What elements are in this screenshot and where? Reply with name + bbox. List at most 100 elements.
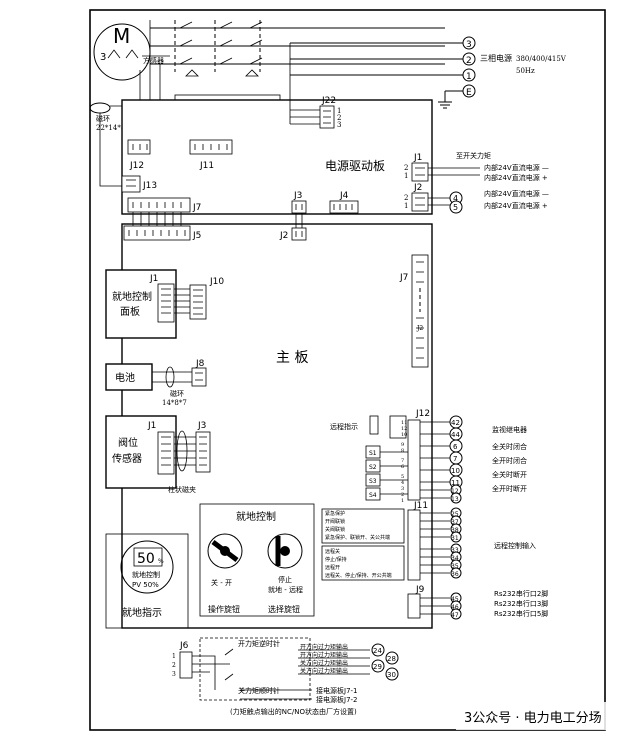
svg-text:3: 3 bbox=[172, 671, 176, 678]
svg-text:远程关、停止/保持、开公共端: 远程关、停止/保持、开公共端 bbox=[325, 572, 392, 579]
svg-text:8: 8 bbox=[401, 448, 404, 454]
svg-text:35: 35 bbox=[451, 563, 459, 570]
knob1-label: 关 - 开 bbox=[211, 578, 232, 587]
svg-text:2: 2 bbox=[337, 114, 341, 122]
sel-knob-label: 选择旋钮 bbox=[268, 604, 300, 614]
svg-text:开方向过力矩输出: 开方向过力矩输出 bbox=[300, 643, 348, 651]
svg-text:36: 36 bbox=[451, 571, 459, 578]
local-control-panel: 就地控制 面板 J1 bbox=[105, 269, 190, 339]
svg-text:31: 31 bbox=[451, 535, 459, 542]
three-phase-label: 三相电源 bbox=[480, 53, 512, 63]
indicator-unit: % bbox=[158, 558, 164, 565]
torque-note: 至开关力矩 bbox=[456, 151, 491, 160]
motor-label: M bbox=[113, 24, 130, 48]
svg-text:6: 6 bbox=[453, 443, 458, 451]
svg-text:29: 29 bbox=[373, 663, 382, 671]
local-indicator: 50 % 就地控制 PV 50% 就地指示 bbox=[105, 533, 189, 629]
svg-text:停止/保持: 停止/保持 bbox=[325, 556, 347, 563]
connector-j8: J8 bbox=[191, 359, 207, 387]
connector-j7-main: J7 J2 bbox=[399, 254, 429, 368]
valve-sensor-line1: 阀位 bbox=[118, 436, 138, 449]
connector-j1-power: J1 2 1 至开关力矩 内部24V直流电源 — 内部24V直流电源 + bbox=[404, 151, 549, 182]
motor-phase: 3 bbox=[100, 52, 106, 63]
relay-label-open-on: 全开时闭合 bbox=[492, 456, 527, 465]
svg-text:J3: J3 bbox=[293, 191, 302, 201]
selector-knob bbox=[267, 533, 303, 569]
connector-j11-remote: J11 紧急保护 开阀联锁 关阀联锁 紧急保护、联锁开、关公共端 远程关 停止/… bbox=[321, 501, 536, 581]
svg-text:关方向过力矩输出: 关方向过力矩输出 bbox=[300, 667, 348, 675]
svg-text:远程关: 远程关 bbox=[325, 548, 340, 555]
operation-knob bbox=[207, 533, 243, 569]
connector-j9: J9 45 46 47 Rs232串行口2脚 Rs232串行口3脚 Rs232串… bbox=[407, 585, 548, 620]
voltage-label: 380/400/415V bbox=[516, 55, 567, 63]
svg-text:J22: J22 bbox=[321, 96, 336, 106]
relay-terminals: 42 44 6 7 10 11 12 13 监视继电器 全关时闭合 全开时闭合 … bbox=[420, 415, 527, 504]
svg-text:S1: S1 bbox=[369, 450, 377, 457]
indicator-pv: PV 50% bbox=[132, 581, 159, 589]
power-driver-board bbox=[121, 99, 433, 215]
motor: M 3 bbox=[93, 23, 151, 81]
connector-j7-power: J7 bbox=[127, 197, 201, 213]
svg-text:J3: J3 bbox=[197, 421, 206, 431]
svg-text:1: 1 bbox=[404, 202, 408, 210]
magnet-ring-2-label: 磁环 bbox=[170, 389, 184, 398]
svg-text:6: 6 bbox=[401, 464, 404, 470]
svg-text:44: 44 bbox=[451, 431, 460, 439]
power-terminals: 3 2 1 E 三相电源 380/400/415V 50Hz bbox=[290, 36, 567, 109]
svg-text:1: 1 bbox=[401, 498, 404, 504]
svg-text:9: 9 bbox=[401, 442, 404, 448]
svg-text:42: 42 bbox=[451, 419, 460, 427]
svg-text:12: 12 bbox=[401, 426, 407, 432]
connector-j4-power: J4 bbox=[329, 191, 359, 214]
svg-text:J1: J1 bbox=[413, 153, 422, 163]
local-panel-line2: 面板 bbox=[120, 305, 140, 318]
svg-text:46: 46 bbox=[451, 604, 459, 611]
watermark: 3公众号 · 电力电工分场 bbox=[456, 702, 636, 730]
svg-text:28: 28 bbox=[387, 655, 396, 663]
svg-text:紧急保护: 紧急保护 bbox=[325, 510, 345, 517]
indicator-display: 50 bbox=[137, 551, 155, 567]
connector-j12-relay: J12 远程指示 11 12 10 9 8 7 6 5 4 3 2 1 S1 S… bbox=[330, 409, 430, 504]
connector-j3-power: J3 bbox=[291, 191, 307, 214]
svg-text:37: 37 bbox=[451, 519, 459, 526]
relay-label-close-on: 全关时闭合 bbox=[492, 442, 527, 451]
magnet-ring-2-size: 14*8*7 bbox=[162, 399, 187, 407]
svg-text:2: 2 bbox=[404, 194, 408, 202]
local-control-knobs: 就地控制 关 - 开 停止 就地 - 远程 操作旋钮 选择旋钮 bbox=[199, 503, 315, 617]
connector-j2-power: J2 2 1 4 5 内部24V直流电源 — 内部24V直流电源 + bbox=[404, 183, 549, 214]
svg-text:J12: J12 bbox=[415, 409, 430, 419]
svg-text:11: 11 bbox=[401, 420, 407, 426]
svg-text:关阀联锁: 关阀联锁 bbox=[325, 526, 345, 533]
svg-text:J8: J8 bbox=[195, 359, 205, 369]
svg-text:J10: J10 bbox=[209, 277, 224, 287]
dc24-j2-minus: 内部24V直流电源 — bbox=[484, 189, 549, 198]
op-knob-label: 操作旋钮 bbox=[208, 604, 240, 614]
svg-text:45: 45 bbox=[451, 596, 459, 603]
dc24-j1-minus: 内部24V直流电源 — bbox=[484, 163, 549, 172]
dc24-j2-plus: 内部24V直流电源 + bbox=[484, 201, 548, 210]
svg-text:3: 3 bbox=[401, 486, 404, 492]
svg-text:11: 11 bbox=[451, 479, 460, 487]
connector-j5: J5 bbox=[123, 212, 201, 241]
connector-j10: J10 bbox=[189, 277, 224, 320]
svg-text:J1: J1 bbox=[147, 421, 156, 431]
svg-text:2: 2 bbox=[401, 492, 404, 498]
svg-text:4: 4 bbox=[453, 194, 458, 203]
svg-text:1: 1 bbox=[404, 172, 408, 180]
svg-text:Rs232串行口3脚: Rs232串行口3脚 bbox=[494, 599, 548, 608]
indicator-label: 就地控制 bbox=[132, 570, 160, 579]
local-panel-line1: 就地控制 bbox=[112, 290, 152, 303]
connector-j22: J22 1 2 3 bbox=[289, 43, 341, 129]
relay-label-monitor: 监视继电器 bbox=[492, 425, 527, 434]
freq-label: 50Hz bbox=[516, 67, 535, 75]
svg-text:J2: J2 bbox=[413, 183, 422, 193]
svg-text:47: 47 bbox=[451, 612, 459, 619]
svg-text:J5: J5 bbox=[192, 231, 201, 241]
svg-text:J4: J4 bbox=[339, 191, 349, 201]
svg-text:13: 13 bbox=[451, 496, 459, 503]
svg-text:5: 5 bbox=[453, 203, 458, 212]
connector-j3-main: J3 bbox=[195, 421, 211, 473]
battery-label: 电池 bbox=[115, 371, 135, 384]
outer-frame bbox=[89, 9, 606, 731]
svg-text:30: 30 bbox=[387, 671, 396, 679]
